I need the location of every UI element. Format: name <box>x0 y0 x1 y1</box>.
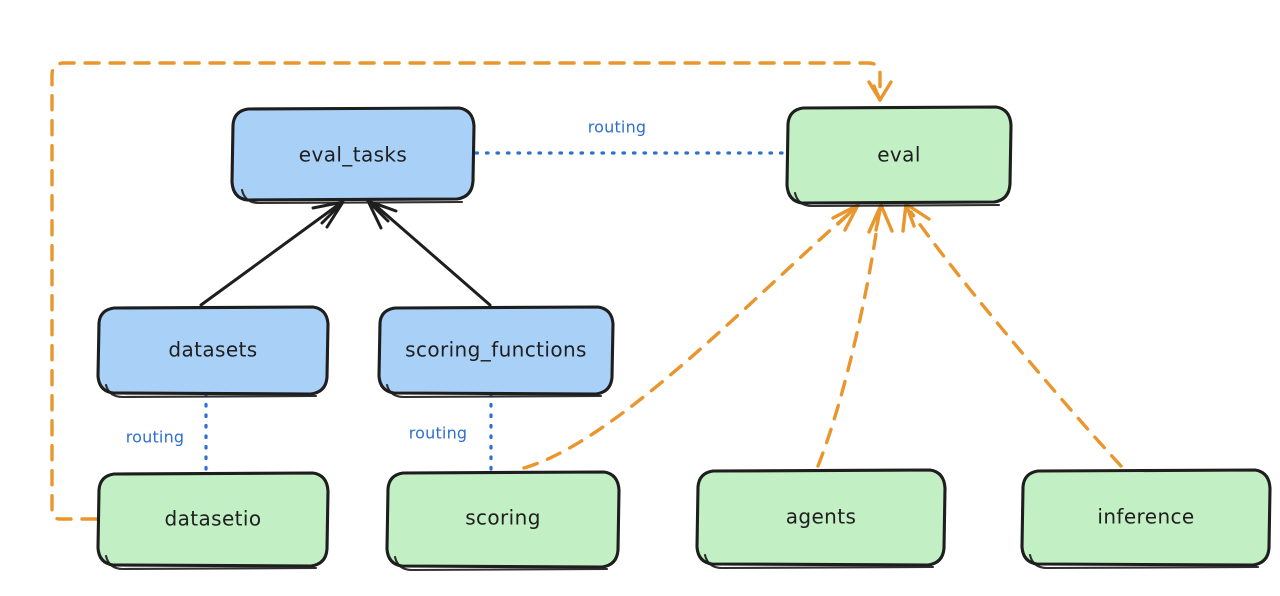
edge-scoring-functions-to-eval-tasks-arrow-tick <box>366 199 390 223</box>
edge-scoring-functions-to-eval-tasks-path <box>372 202 492 307</box>
node-datasetio-label: datasetio <box>164 507 261 531</box>
edge-datasetio-to-eval <box>50 61 893 521</box>
node-eval-tasks[interactable]: eval_tasks <box>230 106 476 205</box>
node-agents-label: agents <box>786 505 857 529</box>
edge-agents-to-eval-arrow-tick <box>874 203 883 232</box>
node-datasets-underline <box>104 383 318 399</box>
node-eval[interactable]: eval <box>785 105 1013 208</box>
edge-agents-to-eval-path <box>816 210 881 468</box>
node-layer: eval_tasks eval datasets scoring_functio… <box>96 105 1272 572</box>
node-inference-box <box>1020 468 1272 567</box>
node-eval-underline <box>793 191 1001 208</box>
node-eval-tasks-box <box>230 106 476 202</box>
node-scoring-functions-box <box>377 305 615 396</box>
edge-datasets-to-eval-tasks-arrow-tick <box>320 200 345 225</box>
edge-scoring-functions-to-eval-tasks <box>366 199 492 307</box>
node-inference-label: inference <box>1097 505 1194 529</box>
node-scoring-functions-underline <box>385 383 603 399</box>
node-datasetio-box <box>96 471 330 568</box>
node-inference[interactable]: inference <box>1020 468 1272 570</box>
node-scoring-underline <box>393 555 609 572</box>
node-datasets-box <box>96 305 330 396</box>
node-datasetio[interactable]: datasetio <box>96 471 330 571</box>
edge-inference-to-eval-arrow-tick <box>904 202 916 228</box>
edge-label-routing-eval-tasks: routing <box>588 118 647 137</box>
edge-scoring-to-eval-path <box>522 210 853 470</box>
edge-scoring-to-eval-arrow-tick <box>836 203 860 226</box>
node-datasetio-underline <box>104 554 318 571</box>
edge-label-routing-datasets: routing <box>126 428 185 447</box>
edge-layer <box>50 61 1123 521</box>
edge-label-layer: routing routing routing <box>126 118 647 447</box>
node-eval-box <box>785 105 1013 205</box>
edge-datasets-to-eval-tasks <box>199 200 345 307</box>
node-datasets[interactable]: datasets <box>96 305 330 399</box>
edge-label-routing-scoring-functions: routing <box>409 424 468 443</box>
node-scoring-label: scoring <box>465 506 541 530</box>
node-eval-tasks-underline <box>240 188 464 205</box>
node-scoring-functions[interactable]: scoring_functions <box>377 305 615 399</box>
node-datasets-label: datasets <box>168 338 257 362</box>
edge-inference-to-eval <box>901 202 1123 468</box>
node-inference-underline <box>1028 553 1260 570</box>
node-scoring[interactable]: scoring <box>385 470 621 572</box>
node-scoring-box <box>385 470 621 569</box>
node-agents[interactable]: agents <box>695 468 947 570</box>
node-eval-tasks-label: eval_tasks <box>299 143 407 167</box>
node-eval-label: eval <box>877 143 921 167</box>
node-scoring-functions-label: scoring_functions <box>405 338 587 362</box>
edge-inference-to-eval-path <box>909 210 1123 468</box>
node-agents-underline <box>703 553 935 570</box>
edge-datasets-to-eval-tasks-path <box>199 203 340 307</box>
node-agents-box <box>695 468 947 567</box>
edge-agents-to-eval <box>816 203 894 468</box>
edge-datasetio-to-eval-arrow-tick <box>872 84 882 102</box>
